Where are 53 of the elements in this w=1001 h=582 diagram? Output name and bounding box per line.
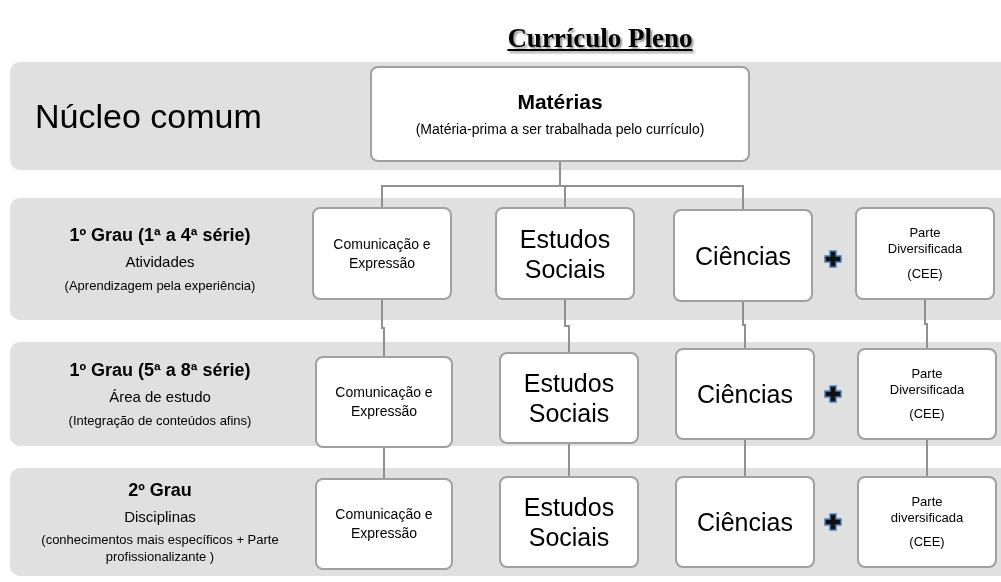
row-note: (Aprendizagem pela experiência) [63,277,257,294]
connector-line [568,443,570,477]
box-label: Comunicação e Expressão [334,383,434,421]
connector-line [381,299,385,357]
row-band [10,198,1001,320]
subject-box [315,356,453,448]
box-label: Comunicação e Expressão [334,505,434,543]
box-note: (CEE) [909,534,945,551]
row-band [10,468,1001,576]
box-label: Estudos Sociais [518,223,612,284]
box-note: (CEE) [907,265,943,282]
box-label: Comunicação e Expressão [332,234,432,273]
subject-box [857,348,997,440]
row-band [10,62,1001,170]
box-title: Matérias [517,89,603,116]
row-band [10,342,1001,446]
box-note: (Matéria-prima a ser trabalhada pelo currículo) [415,121,705,139]
subject-box [312,207,452,300]
row-subtitle: Atividades [125,252,195,272]
subject-box [675,348,815,440]
box-label: Estudos Sociais [522,368,616,428]
box-label: Estudos Sociais [522,492,616,552]
connector-line [742,301,746,349]
box-label: Ciências [696,379,794,409]
connector-line [744,439,746,477]
row-title: 1º Grau (1ª a 4ª série) [69,224,251,247]
row-note: (conhecimentos mais específicos + Parte profissionalizante ) [40,532,280,565]
row-note: (Integração de conteúdos afins) [67,412,253,429]
box-label: Parte diversificada [889,493,965,527]
subject-box [499,352,639,444]
subject-box [857,476,997,568]
row-subtitle: Disciplinas [124,507,196,527]
subject-box [370,66,750,162]
row-title: 2º Grau [128,479,192,502]
box-label: Parte Diversificada [886,225,964,258]
box-note: (CEE) [909,406,945,423]
connector-line [383,447,385,479]
diagram-title: Currículo Pleno [507,22,693,55]
subject-box [315,478,453,570]
subject-box [499,476,639,568]
row-title: Núcleo comum [35,95,262,137]
box-label: Ciências [694,240,792,271]
subject-box [675,476,815,568]
subject-box [855,207,995,300]
connector-line [924,299,928,349]
subject-box [495,207,635,300]
row-subtitle: Área de estudo [109,387,211,407]
box-label: Ciências [696,507,794,537]
subject-box [673,209,813,302]
connector-line [564,299,570,353]
row-title: 1º Grau (5ª a 8ª série) [69,359,251,382]
box-label: Parte Diversificada [888,365,966,399]
connector-line [926,439,928,477]
